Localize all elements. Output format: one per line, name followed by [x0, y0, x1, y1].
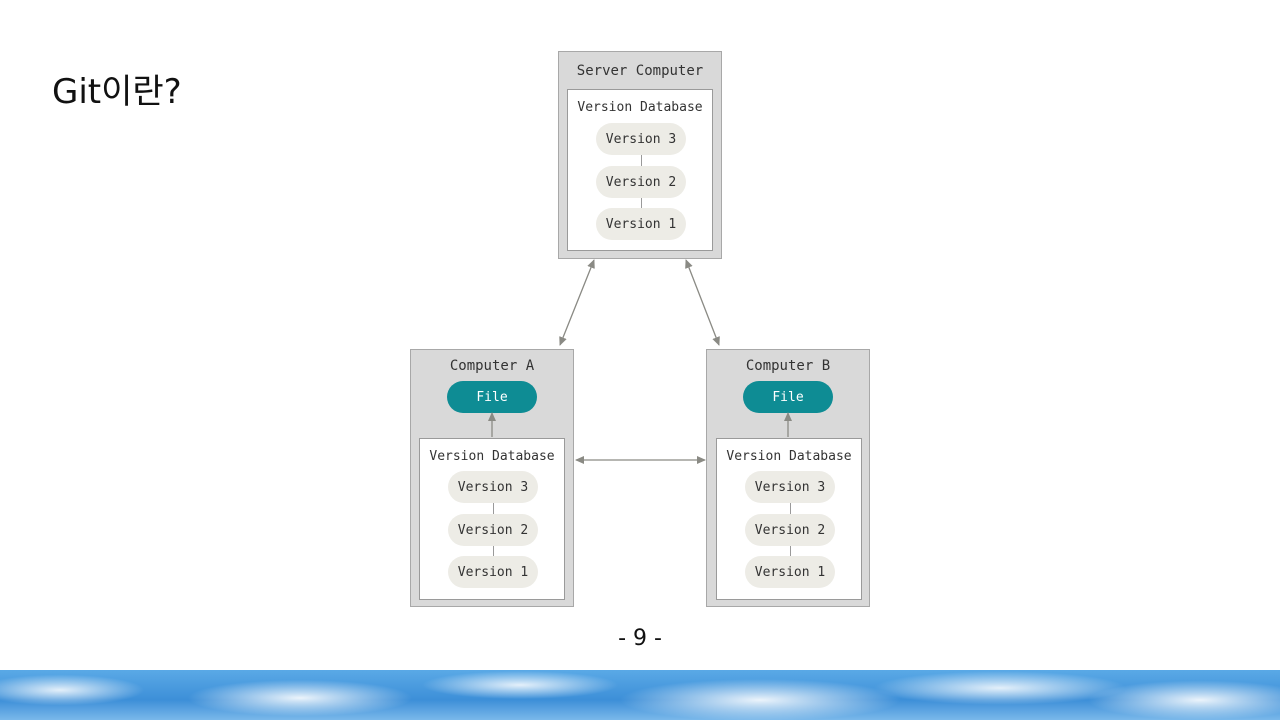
computer-a-version-connector	[493, 503, 494, 514]
computer-a-file: File	[447, 381, 537, 413]
computer-b-version-2: Version 2	[745, 514, 835, 546]
server-version-database-label: Version Database	[577, 100, 703, 115]
computer-a-version-database-label: Version Database	[429, 449, 555, 464]
server-version-3: Version 3	[596, 123, 686, 155]
computer-b-version-connector	[790, 503, 791, 514]
computer-b-version-database: Version Database Version 3 Version 2 Ver…	[716, 438, 862, 600]
sky-banner-image	[0, 670, 1280, 720]
server-version-database: Version Database Version 3 Version 2 Ver…	[567, 89, 713, 251]
computer-b-version-database-label: Version Database	[726, 449, 852, 464]
server-computer-box: Server Computer Version Database Version…	[558, 51, 722, 259]
server-version-2: Version 2	[596, 166, 686, 198]
computer-a-version-1: Version 1	[448, 556, 538, 588]
slide-title: Git이란?	[52, 72, 182, 112]
computer-b-version-3: Version 3	[745, 471, 835, 503]
page-number: - 9 -	[618, 626, 662, 651]
computer-a-version-2: Version 2	[448, 514, 538, 546]
computer-b-version-connector	[790, 546, 791, 556]
computer-a-version-database: Version Database Version 3 Version 2 Ver…	[419, 438, 565, 600]
computer-b-box: Computer B File Version Database Version…	[706, 349, 870, 607]
server-version-1: Version 1	[596, 208, 686, 240]
arrow-server-computer-b	[685, 259, 720, 346]
computer-b-version-1: Version 1	[745, 556, 835, 588]
server-version-connector	[641, 198, 642, 208]
computer-b-title: Computer B	[745, 358, 831, 374]
computer-a-title: Computer A	[449, 358, 535, 374]
server-computer-title: Server Computer	[576, 63, 704, 79]
arrow-server-computer-a	[559, 259, 595, 346]
server-version-connector	[641, 155, 642, 166]
computer-a-version-connector	[493, 546, 494, 556]
computer-b-file: File	[743, 381, 833, 413]
computer-a-box: Computer A File Version Database Version…	[410, 349, 574, 607]
computer-a-version-3: Version 3	[448, 471, 538, 503]
